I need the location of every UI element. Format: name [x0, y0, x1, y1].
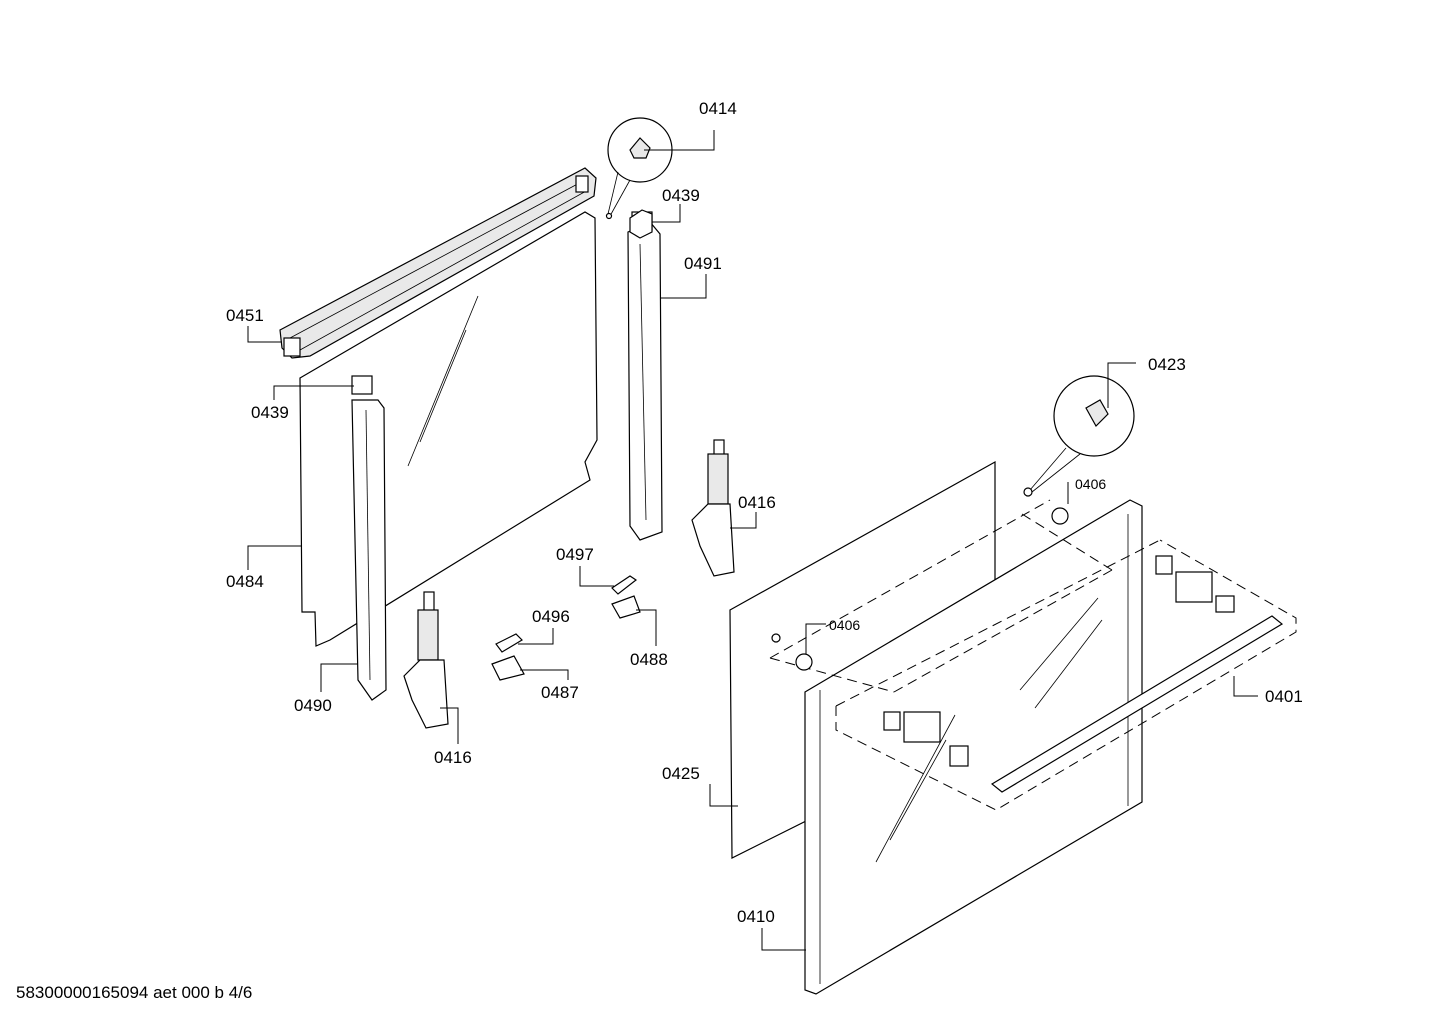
label-0487: 0487 — [541, 683, 579, 702]
label-0491: 0491 — [684, 254, 722, 273]
part-0497-clip — [611, 575, 638, 595]
label-0423: 0423 — [1148, 355, 1186, 374]
assembly-guides — [769, 499, 1297, 811]
part-0487-clip — [491, 655, 525, 681]
part-0423-detail — [1023, 375, 1135, 497]
label-0490: 0490 — [294, 696, 332, 715]
label-0406-top: 0406 — [1075, 476, 1106, 492]
part-0491-hinge-bracket-right — [627, 211, 663, 541]
part-0401-handle — [883, 555, 1284, 793]
label-0410: 0410 — [737, 907, 775, 926]
part-0406-bushing-a — [1051, 507, 1069, 525]
part-0451-top-trim — [279, 167, 597, 359]
label-0414: 0414 — [699, 99, 737, 118]
part-0490-hinge-bracket-left — [351, 375, 387, 701]
label-0416-lower: 0416 — [434, 748, 472, 767]
label-0425: 0425 — [662, 764, 700, 783]
label-0416-upper: 0416 — [738, 493, 776, 512]
label-0497: 0497 — [556, 545, 594, 564]
label-0439-left: 0439 — [251, 403, 289, 422]
part-0406-bushing-b — [795, 653, 813, 671]
part-0410-outer-door — [804, 499, 1143, 995]
part-0416-hinge-lower — [403, 591, 449, 729]
label-0401: 0401 — [1265, 687, 1303, 706]
part-0488-clip — [611, 595, 641, 619]
label-0496: 0496 — [532, 607, 570, 626]
part-0496-clip — [495, 633, 523, 653]
label-0484: 0484 — [226, 572, 264, 591]
label-0406-mid: 0406 — [829, 617, 860, 633]
label-0439-top: 0439 — [662, 186, 700, 205]
part-0416-hinge-upper — [691, 439, 735, 577]
drawing-reference: 58300000165094 aet 000 b 4/6 — [16, 983, 252, 1002]
part-labels: 0414 0439 0491 0451 0439 0416 0484 0497 … — [226, 99, 1303, 926]
leader-lines — [247, 130, 1258, 951]
label-0488: 0488 — [630, 650, 668, 669]
label-0451: 0451 — [226, 306, 264, 325]
part-0439-cap-top — [629, 209, 653, 239]
